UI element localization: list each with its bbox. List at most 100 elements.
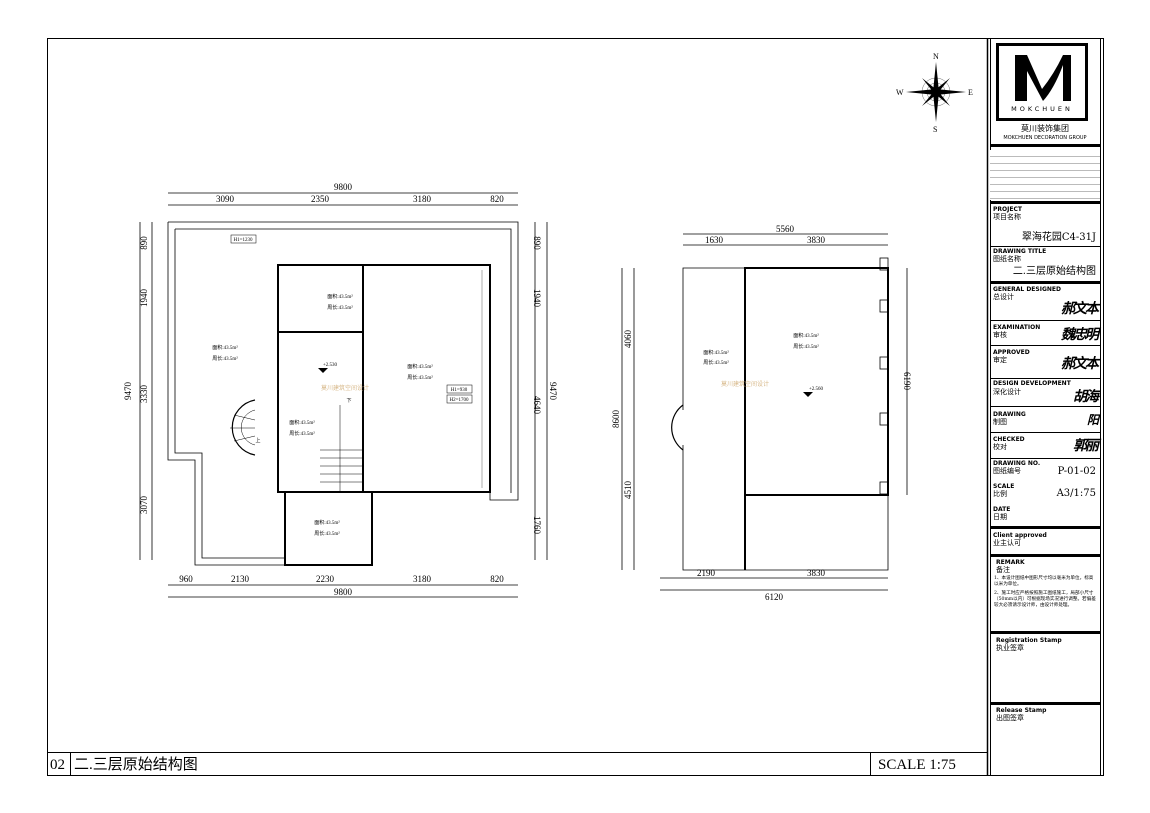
dimension-label: 890 xyxy=(532,236,542,250)
sheet-border xyxy=(47,38,1104,776)
date-label-cn: 日期 xyxy=(993,513,1007,521)
area-label: 面积:43.5m² xyxy=(212,344,238,351)
approved-label: APPROVED xyxy=(993,349,1030,356)
remark-label: REMARK xyxy=(996,559,1025,566)
area-label: 面积:43.5m² xyxy=(289,419,315,426)
dimension-label: 1940 xyxy=(139,289,149,308)
dimension-label: 2350 xyxy=(311,194,330,204)
perimeter-label: 周长:43.5m² xyxy=(289,430,315,437)
remark-item: 2、施工时应严格按照施工图纸施工，局部小尺寸（50mm以内）可根据现场实况进行调… xyxy=(994,591,1096,608)
sheet-scale: SCALE 1:75 xyxy=(878,757,956,773)
dimension-label: 9800 xyxy=(334,182,353,192)
dimension-label: 4510 xyxy=(623,481,633,500)
dimension-label: 3830 xyxy=(807,568,826,578)
dimension-label: 1760 xyxy=(532,516,542,535)
project-label: PROJECT xyxy=(993,206,1022,213)
north-compass-icon: N S E W xyxy=(896,52,973,134)
drawing-number-label-cn: 图纸编号 xyxy=(993,467,1021,475)
sheet-number: 02 xyxy=(50,757,65,773)
stair-up-label: 上 xyxy=(255,437,260,444)
drawing-number-value: P-01-02 xyxy=(1057,466,1096,477)
signature-design-development: 胡海 xyxy=(1073,389,1099,405)
area-label: 面积:43.5m² xyxy=(793,332,819,339)
approved-label-cn: 审定 xyxy=(993,356,1007,364)
drawing-number-label: DRAWING NO. xyxy=(993,460,1041,467)
area-label: 面积:43.5m² xyxy=(327,293,353,300)
project-label-cn: 项目名称 xyxy=(993,213,1021,221)
area-label: 面积:43.5m² xyxy=(703,349,729,356)
elevation-label: +2.530 xyxy=(323,363,338,368)
dimension-label: 3330 xyxy=(139,385,149,404)
checked-label: CHECKED xyxy=(993,436,1025,443)
drawing-label-cn: 制图 xyxy=(993,418,1007,426)
title-block: MOKCHUEN 莫川装饰集团 MOKCHUEN DECORATION GROU… xyxy=(990,38,1100,775)
dimension-label: 2230 xyxy=(316,574,335,584)
perimeter-label: 周长:43.5m² xyxy=(703,359,729,366)
perimeter-label: 周长:43.5m² xyxy=(212,355,238,362)
dimension-label: 2130 xyxy=(231,574,250,584)
registration-stamp-label: Registration Stamp xyxy=(996,637,1062,644)
general-designed-label-cn: 总设计 xyxy=(993,293,1014,301)
drawing-label: DRAWING xyxy=(993,411,1026,418)
watermark: 莫川建筑空间设计 xyxy=(721,380,769,388)
registration-stamp-label-cn: 执业签章 xyxy=(996,644,1024,652)
project-value: 翠海花园C4-31J xyxy=(1021,232,1096,243)
dimension-label: 9470 xyxy=(548,382,558,401)
sheet-title: 二.三层原始结构图 xyxy=(74,756,198,773)
area-label: 面积:43.5m² xyxy=(314,519,340,526)
logo-brand-text: MOKCHUEN xyxy=(1011,105,1073,113)
dimension-label: 8600 xyxy=(611,410,621,429)
signature-general: 郝文本 xyxy=(1061,301,1099,317)
company-name-en: MOKCHUEN DECORATION GROUP xyxy=(1003,135,1087,141)
window-tag: H1=930 xyxy=(451,388,468,393)
design-development-label-cn: 深化设计 xyxy=(993,388,1021,396)
signature-examination: 魏忠明 xyxy=(1061,327,1099,343)
perimeter-label: 周长:43.5m² xyxy=(327,304,353,311)
general-designed-label: GENERAL DESIGNED xyxy=(993,286,1061,293)
scale-label: SCALE xyxy=(993,483,1015,490)
dimension-label: 6120 xyxy=(765,592,784,602)
dimension-label: 820 xyxy=(490,194,504,204)
remark-item: 1、本设计图纸中图形尺寸均以毫米为单位，标高以米为单位。 xyxy=(994,576,1094,587)
company-logo: MOKCHUEN xyxy=(996,43,1088,121)
dimension-label: 3180 xyxy=(413,574,432,584)
drawing-title-label-cn: 图纸名称 xyxy=(993,255,1021,263)
compass-east-label: E xyxy=(968,88,973,97)
date-label: DATE xyxy=(993,506,1011,513)
compass-west-label: W xyxy=(896,88,904,97)
perimeter-label: 周长:43.5m² xyxy=(314,530,340,537)
checked-label-cn: 校对 xyxy=(993,443,1007,451)
floor-plan-right xyxy=(621,233,908,591)
dimension-label: 960 xyxy=(179,574,193,584)
release-stamp-label: Release Stamp xyxy=(996,707,1047,714)
scale-value: A3/1:75 xyxy=(1056,488,1096,499)
floor-plan-left xyxy=(139,192,548,598)
perimeter-label: 周长:43.5m² xyxy=(407,374,433,381)
dimension-label: 3830 xyxy=(807,235,826,245)
area-label: 面积:43.5m² xyxy=(407,363,433,370)
compass-north-label: N xyxy=(933,52,939,61)
dimension-label: 1630 xyxy=(705,235,724,245)
dimension-label: 1940 xyxy=(532,289,542,308)
signature-approved: 郝文本 xyxy=(1061,356,1099,372)
examination-label-cn: 审核 xyxy=(993,331,1007,339)
design-development-label: DESIGN DEVELOPMENT xyxy=(993,380,1071,387)
left-plan-labels: 9800 3090 2350 3180 820 960 2130 2230 31… xyxy=(123,182,558,597)
elevation-label: +2.560 xyxy=(809,387,824,392)
signature-drawing: 阳 xyxy=(1086,413,1099,427)
dimension-label: 890 xyxy=(139,236,149,250)
dimension-label: 4060 xyxy=(623,330,633,349)
dimension-label: 4640 xyxy=(532,396,542,415)
dimension-label: 3090 xyxy=(216,194,235,204)
compass-south-label: S xyxy=(933,125,937,134)
drawing-title-label: DRAWING TITLE xyxy=(993,248,1047,255)
remark-label-cn: 备注 xyxy=(996,566,1010,574)
dimension-label: 9800 xyxy=(334,587,353,597)
dimension-label: 6190 xyxy=(902,372,912,391)
watermark: 莫川建筑空间设计 xyxy=(321,384,369,392)
window-tag: H2=1700 xyxy=(450,398,469,403)
signature-checked: 郭丽 xyxy=(1073,438,1099,454)
dimension-label: 9470 xyxy=(123,382,133,401)
drawing-title-value: 二.三层原始结构图 xyxy=(1012,266,1096,277)
